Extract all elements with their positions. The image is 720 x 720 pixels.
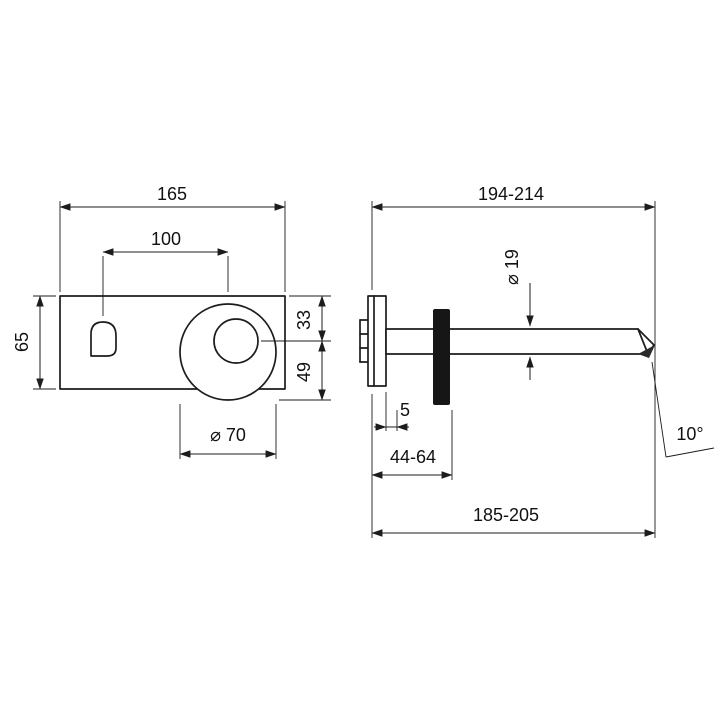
- spout-body: [385, 328, 655, 355]
- dim-spout-reach-label: 185-205: [473, 505, 539, 525]
- dim-overall-width-label: 165: [157, 184, 187, 204]
- side-view-dimensions: 194-214 ⌀ 19 5 44-64 185-205 10°: [371, 184, 715, 538]
- wall-plate-side: [367, 295, 387, 387]
- dim-spout-diameter-label: ⌀ 19: [502, 249, 522, 285]
- dim-spout-angle-label: 10°: [676, 424, 703, 444]
- dim-top-to-axis-label: 33: [294, 310, 314, 330]
- dim-hole-spacing-label: 100: [151, 229, 181, 249]
- spout-outlet-tip: [638, 345, 655, 358]
- dim-axis-to-bottom-label: 49: [294, 362, 314, 382]
- handle-front-outline: [90, 321, 117, 357]
- dim-wall-depth-label: 44-64: [390, 447, 436, 467]
- front-view: [59, 295, 286, 401]
- lever-handle-side: [433, 309, 450, 405]
- dim-overall-reach-label: 194-214: [478, 184, 544, 204]
- spout-outlet-circle: [213, 318, 259, 364]
- dim-overall-height-label: 65: [12, 332, 32, 352]
- front-view-dimensions: 165 100 65 33 49 ⌀ 70: [12, 184, 331, 459]
- side-view: [359, 295, 655, 405]
- dim-plate-offset-label: 5: [400, 400, 410, 420]
- dim-trim-diameter-label: ⌀ 70: [210, 425, 246, 445]
